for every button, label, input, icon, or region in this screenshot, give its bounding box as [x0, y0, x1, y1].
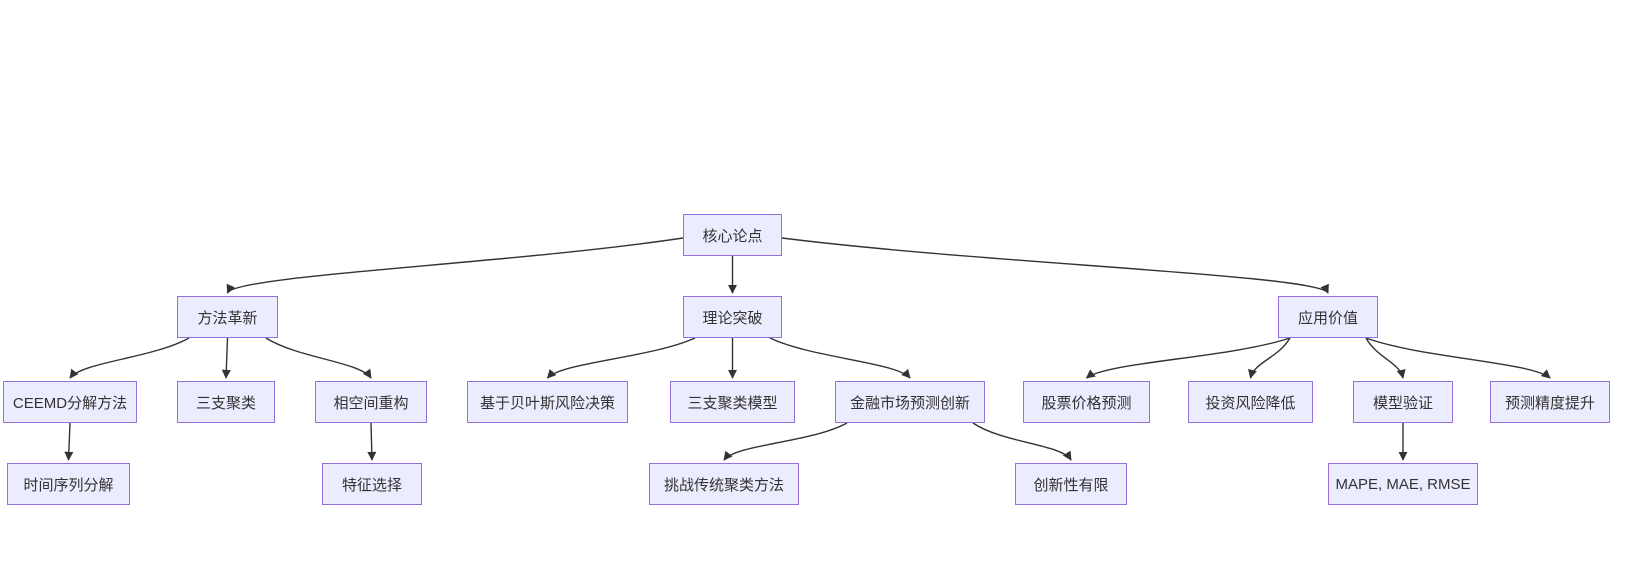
edge-application-accuracy	[1365, 337, 1551, 379]
node-ceemd: CEEMD分解方法	[3, 381, 137, 423]
edge-method-phase	[265, 337, 372, 379]
edge-group	[64, 237, 1551, 461]
edge-phase-feature	[367, 422, 377, 461]
node-feature: 特征选择	[322, 463, 422, 505]
edge-method-twc	[221, 337, 231, 379]
node-timeseries: 时间序列分解	[7, 463, 130, 505]
node-twcmodel: 三支聚类模型	[670, 381, 795, 423]
node-validation: 模型验证	[1353, 381, 1453, 423]
edge-theory-bayes	[546, 337, 696, 379]
node-stock: 股票价格预测	[1023, 381, 1150, 423]
edge-core-method	[226, 237, 684, 294]
edge-application-risk	[1248, 337, 1291, 379]
edge-theory-fininnov	[769, 337, 911, 379]
node-phase: 相空间重构	[315, 381, 427, 423]
node-risk: 投资风险降低	[1188, 381, 1313, 423]
node-metrics: MAPE, MAE, RMSE	[1328, 463, 1478, 505]
edge-core-application	[781, 237, 1329, 294]
edge-fininnov-limited	[972, 422, 1072, 461]
node-twc: 三支聚类	[177, 381, 275, 423]
node-method: 方法革新	[177, 296, 278, 338]
edge-application-stock	[1085, 337, 1291, 379]
node-bayes: 基于贝叶斯风险决策	[467, 381, 628, 423]
edge-ceemd-timeseries	[64, 422, 74, 461]
edge-fininnov-challenge	[723, 422, 848, 461]
node-fininnov: 金融市场预测创新	[835, 381, 985, 423]
node-accuracy: 预测精度提升	[1490, 381, 1610, 423]
edge-method-ceemd	[69, 337, 190, 379]
node-application: 应用价值	[1278, 296, 1378, 338]
edge-application-validation	[1365, 337, 1406, 379]
node-limited: 创新性有限	[1015, 463, 1127, 505]
node-challenge: 挑战传统聚类方法	[649, 463, 799, 505]
node-theory: 理论突破	[683, 296, 782, 338]
node-core: 核心论点	[683, 214, 782, 256]
